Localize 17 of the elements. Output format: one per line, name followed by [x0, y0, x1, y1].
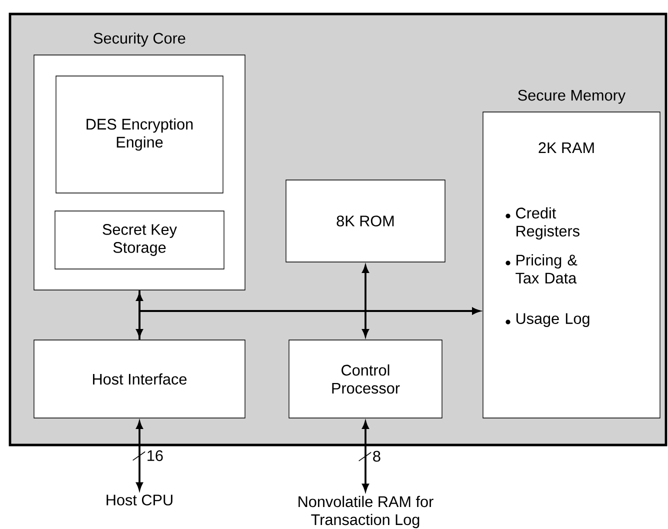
arrow [136, 421, 143, 490]
endpoint-text: Host CPU [106, 494, 172, 506]
block-box: Secret Key Storage [54, 210, 224, 270]
edge-label: 16 [145, 448, 165, 462]
memory-box: Secure Memory 2K RAM Credit Registers Pricing & Tax Data Usage Log [482, 90, 660, 418]
endpoint-text: Nonvolatile RAM for Transaction Log [298, 496, 434, 528]
arrow [138, 308, 480, 340]
node-label: Security Core [94, 32, 186, 47]
block-box: Host Interface [34, 340, 246, 418]
arrow [362, 421, 369, 492]
edge-label: 8 [371, 450, 382, 464]
block-box: DES Encryption Engine [56, 76, 224, 194]
block-box: Control Processor [288, 340, 442, 418]
node-label: Secure Memory [518, 90, 626, 104]
block-box: 8K ROM [286, 180, 446, 262]
arrow [136, 293, 143, 337]
arrow [362, 265, 369, 337]
